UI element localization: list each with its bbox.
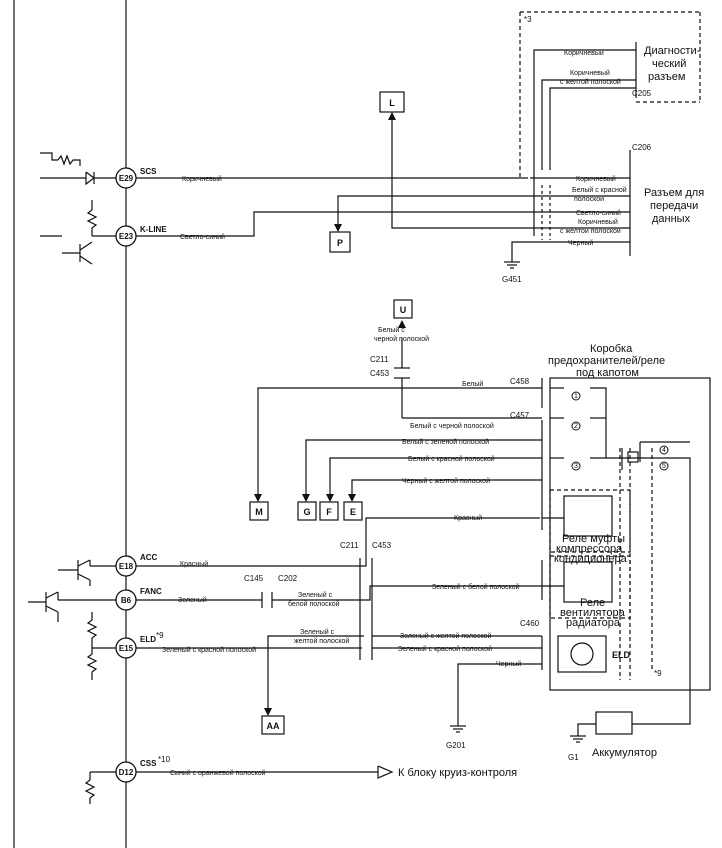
- wire-diag-brown-yellow-2: с желтой полоской: [560, 78, 621, 86]
- fuse-3: 3: [574, 463, 578, 470]
- pin-d12: D12: [119, 768, 134, 777]
- wire-dlc-brown-yellow-1: Коричневый: [578, 218, 618, 226]
- wire-dlc-black: Черный: [568, 239, 593, 247]
- conn-c205: C205: [632, 89, 652, 98]
- wire-white: Белый: [462, 380, 483, 388]
- pin-e23-name: K-LINE: [140, 225, 167, 234]
- wire-kline-label: Светло-синий: [180, 233, 225, 241]
- conn-c211b: C211: [340, 541, 359, 550]
- pin-e29: E29: [119, 174, 134, 183]
- battery-label: Аккумулятор: [592, 747, 657, 759]
- wire-diag-brown: Коричневый: [564, 49, 604, 57]
- conn-c453a: C453: [370, 369, 390, 378]
- fuse-1: 1: [574, 393, 578, 400]
- conn-c453b: C453: [372, 541, 392, 550]
- dlc-label-1: Разъем для: [644, 187, 704, 199]
- ref-u: U: [400, 305, 407, 315]
- ref-f: F: [326, 507, 332, 517]
- pin-e23: E23: [119, 232, 134, 241]
- ref-e: E: [350, 507, 356, 517]
- wire-dlc-white-red-2: полоской: [574, 195, 604, 203]
- wire-red-relay: Красный: [454, 514, 482, 522]
- pin-d12-note: *10: [158, 755, 171, 764]
- wire-green-yellow-eld: Зеленый с желтой полоской: [400, 632, 491, 640]
- diag-label-3: разъем: [648, 71, 685, 83]
- wire-green-white-1: Зеленый с: [298, 591, 333, 599]
- wire-u-label-1: Белый с: [378, 326, 405, 334]
- wire-scs-label: Коричневый: [182, 175, 222, 183]
- conn-c211a: C211: [370, 355, 389, 364]
- relay-comp-label-1: Реле муфты: [562, 533, 625, 545]
- wire-green-white-relay: Зеленый с белой полоской: [432, 583, 520, 591]
- ref-aa: AA: [267, 721, 280, 731]
- conn-c460: C460: [520, 619, 540, 628]
- pin-e15-note: *9: [156, 631, 164, 640]
- diag-label-2: ческий: [652, 58, 686, 70]
- wire-acc-label: Красный: [180, 560, 208, 568]
- ref-m: M: [255, 507, 263, 517]
- wire-fanc-label: Зеленый: [178, 596, 207, 604]
- diag-label-1: Диагности-: [644, 45, 701, 57]
- wire-green-white-2: белой полоской: [288, 600, 340, 608]
- ground-g451: G451: [502, 275, 522, 284]
- ref-l: L: [389, 98, 395, 108]
- fuse-box-label-2: предохранителей/реле: [548, 355, 665, 367]
- pin-e18: E18: [119, 562, 134, 571]
- wire-black-eld: Черный: [496, 660, 521, 668]
- fuse-box-label-3: под капотом: [576, 367, 639, 379]
- wire-green-yellow-1: Зеленый с: [300, 628, 335, 636]
- wire-green-red-eld: Зеленый с красной полоской: [398, 645, 492, 653]
- wire-dlc-brown-yellow-2: с желтой полоской: [560, 227, 621, 235]
- wire-dlc-white-red-1: Белый с красной: [572, 186, 627, 194]
- note-3: *3: [524, 15, 532, 24]
- note-9: *9: [654, 669, 662, 678]
- pin-e15-name: ELD: [140, 635, 156, 644]
- pin-e15: E15: [119, 644, 134, 653]
- ground-g1: G1: [568, 753, 579, 762]
- pin-d12-name: CSS: [140, 759, 157, 768]
- wire-eld-label: Зеленый с красной полоской: [162, 646, 256, 654]
- ref-p: P: [337, 238, 343, 248]
- wire-u-label-2: черной полоской: [374, 335, 429, 343]
- wire-black-yellow: Черный с желтой полоской: [402, 477, 490, 485]
- conn-c458: C458: [510, 377, 530, 386]
- pin-e18-name: ACC: [140, 553, 158, 562]
- fuse-2: 2: [574, 423, 578, 430]
- relay-comp-label-2: компрессора: [556, 543, 623, 555]
- dlc-label-3: данных: [652, 213, 691, 225]
- conn-c206: C206: [632, 143, 652, 152]
- wire-white-red: Белый с красной полоской: [408, 455, 495, 463]
- pin-b6: B6: [121, 596, 132, 605]
- wire-green-yellow-2: желтой полоской: [294, 637, 349, 645]
- fuse-box-label-1: Коробка: [590, 343, 633, 355]
- relay-fan-label-1: Реле: [580, 597, 605, 609]
- conn-c457: C457: [510, 411, 530, 420]
- cruise-label: К блоку круиз-контроля: [398, 767, 517, 779]
- dlc-label-2: передачи: [650, 200, 698, 212]
- conn-c202: C202: [278, 574, 298, 583]
- wire-white-black: Белый с черной полоской: [410, 422, 494, 430]
- pin-e29-name: SCS: [140, 167, 157, 176]
- wire-css-label: Синий с оранжевой полоской: [170, 769, 266, 777]
- wire-dlc-brown: Коричневый: [576, 175, 616, 183]
- pin-b6-name: FANC: [140, 587, 162, 596]
- eld-label: ELD: [612, 650, 631, 660]
- conn-c145: C145: [244, 574, 264, 583]
- fuse-5: 5: [662, 463, 666, 470]
- relay-comp-label-3: кондиционера: [554, 553, 628, 565]
- ref-g: G: [303, 507, 310, 517]
- ground-g201: G201: [446, 741, 466, 750]
- wire-white-green: Белый с зеленой полоской: [402, 438, 489, 446]
- fuse-4: 4: [662, 447, 666, 454]
- relay-fan-label-3: радиатора: [566, 617, 621, 629]
- wire-diag-brown-yellow-1: Коричневый: [570, 69, 610, 77]
- wire-dlc-lightblue: Светло-синий: [576, 209, 621, 217]
- relay-fan-label-2: вентилятора: [560, 607, 626, 619]
